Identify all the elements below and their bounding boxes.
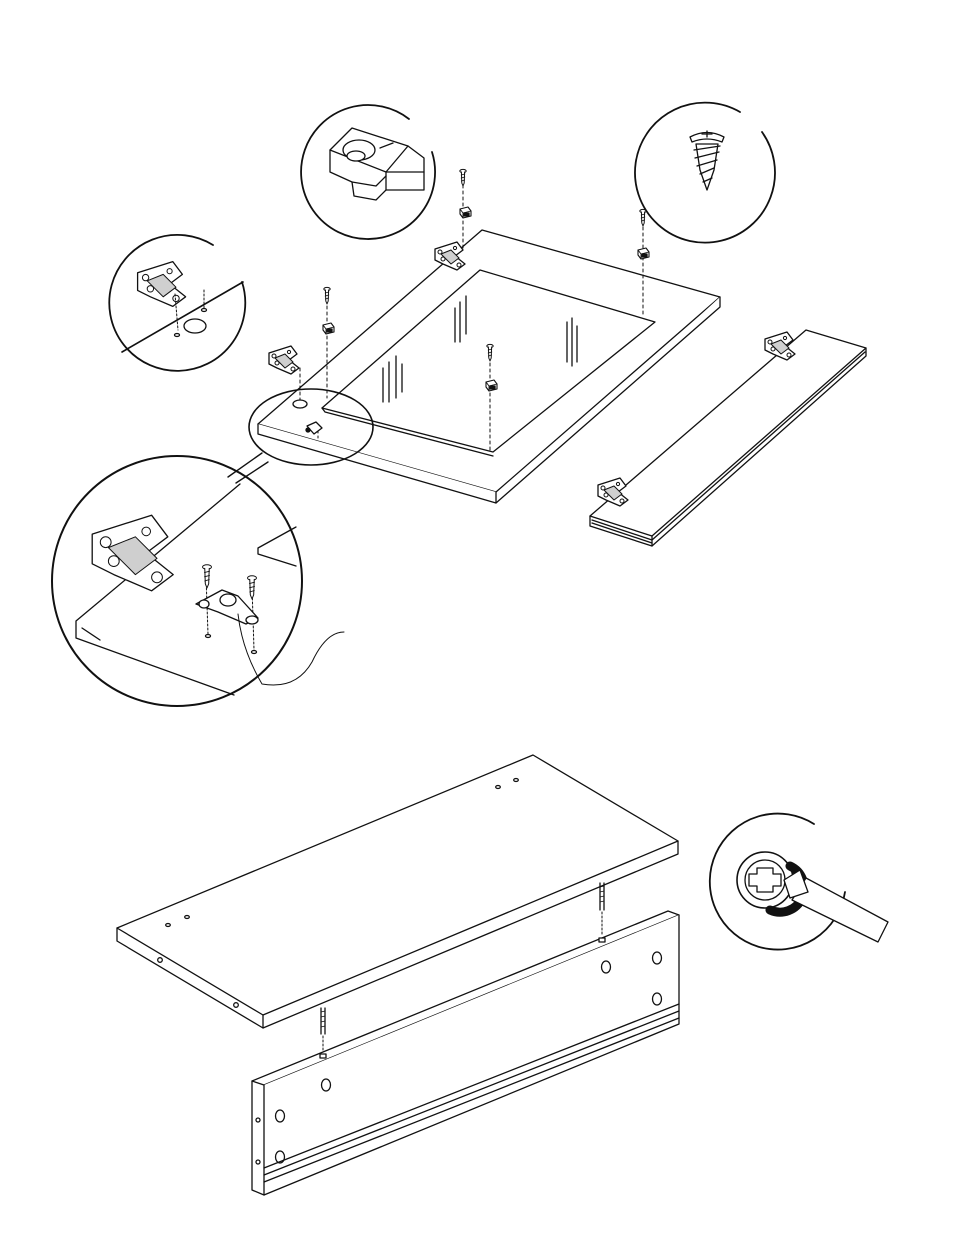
step-2-top-panel-assembly [117, 755, 888, 1195]
glass-retainer-clip [460, 207, 471, 218]
cam-lock-screwdriver-detail [710, 814, 888, 950]
screw [324, 287, 330, 304]
hinge-and-clip-closeup [52, 456, 344, 706]
screw [640, 209, 646, 226]
glass-retainer-clip [323, 323, 334, 334]
glass-retainer-clip [638, 248, 649, 259]
glass-clip-detail [301, 105, 435, 239]
screw-detail [635, 103, 775, 243]
screw [460, 169, 466, 186]
glass-retainer-clip [486, 380, 497, 391]
hinge-detail [109, 235, 245, 371]
step-1-door-assembly [52, 103, 866, 706]
concealed-hinge [269, 346, 299, 374]
